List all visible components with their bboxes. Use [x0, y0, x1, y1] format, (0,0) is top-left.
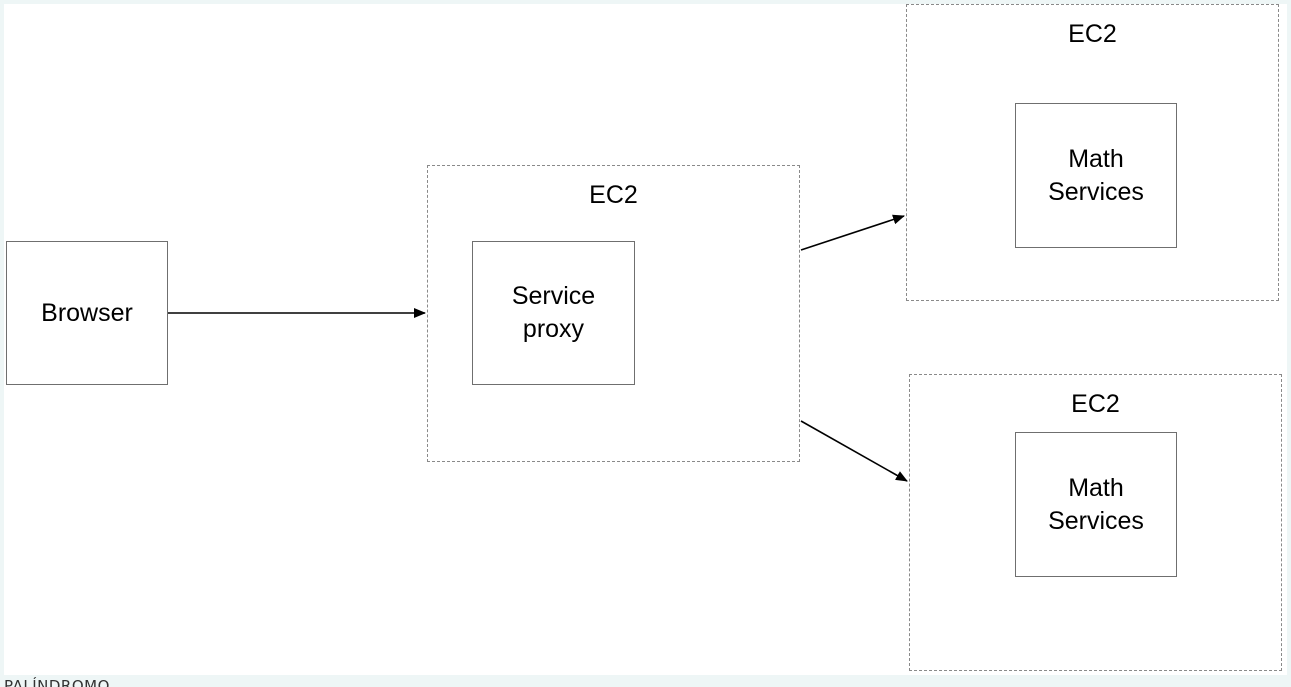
browser-node: Browser — [6, 241, 168, 385]
ec2-math-host-top-label: EC2 — [1068, 20, 1117, 48]
ec2-proxy-host-label: EC2 — [589, 181, 638, 209]
math-services-top-label: Math Services — [1048, 144, 1144, 206]
ec2-proxy-host: EC2 — [427, 165, 800, 462]
service-proxy-label: Service proxy — [511, 282, 596, 343]
ec2-math-host-top: EC2 — [906, 4, 1279, 301]
service-proxy-node: Service proxy — [472, 241, 635, 385]
math-services-node-bottom: Math Services — [1015, 432, 1177, 577]
ec2-math-host-bottom: EC2 — [909, 374, 1282, 671]
footer-text: PALÍNDROMO — [4, 677, 110, 687]
browser-label: Browser — [41, 298, 133, 327]
math-services-node-top: Math Services — [1015, 103, 1177, 248]
ec2-math-host-bottom-label: EC2 — [1071, 390, 1120, 418]
math-services-bottom-label: Math Services — [1048, 473, 1144, 535]
